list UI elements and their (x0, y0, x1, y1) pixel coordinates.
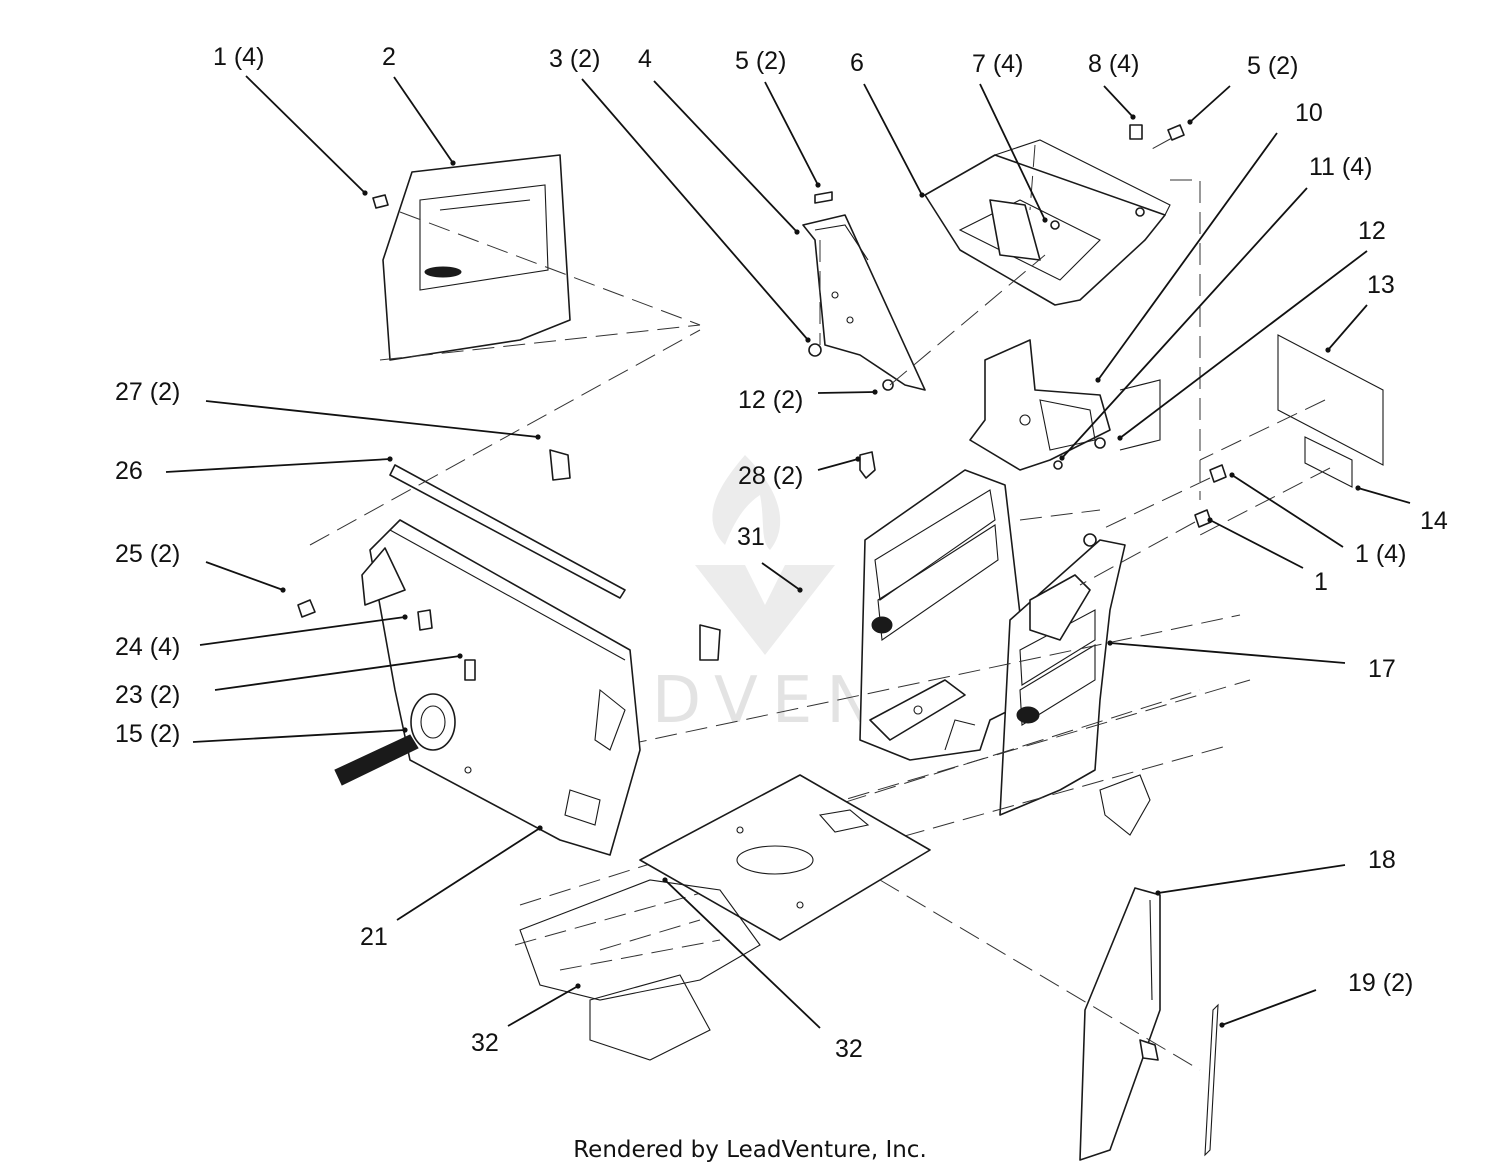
part-8-nut-and-5-bolt (1129, 124, 1185, 151)
callout-25-2: 25 (2) (115, 540, 180, 568)
callout-31: 31 (737, 523, 765, 551)
callout-28-2: 28 (2) (738, 462, 803, 490)
callout-5-2-left: 5 (2) (735, 47, 786, 75)
part-6-tray (889, 139, 1201, 500)
lower-assembly (519, 879, 761, 1061)
part-13-decal (1199, 334, 1384, 466)
callout-4: 4 (638, 45, 652, 73)
part-17-side-panel (999, 509, 1126, 816)
callout-18: 18 (1368, 846, 1396, 874)
leader-lines (165, 75, 1411, 1029)
callout-23-2: 23 (2) (115, 681, 180, 709)
callout-32-lower-left: 32 (471, 1029, 499, 1057)
callout-15-2: 15 (2) (115, 720, 180, 748)
part-14-decal (1199, 436, 1353, 536)
part-15-crank (334, 693, 456, 786)
callout-8-4: 8 (4) (1088, 50, 1139, 78)
callout-12-2: 12 (2) (738, 386, 803, 414)
part-drawings (297, 124, 1384, 1161)
part-2-panel (379, 154, 701, 361)
callout-1-right: 1 (1314, 568, 1328, 596)
part-31-dash-panel (859, 469, 1031, 761)
callout-26: 26 (115, 457, 143, 485)
callout-2: 2 (382, 43, 396, 71)
callout-17: 17 (1368, 655, 1396, 683)
part-10-bracket (969, 339, 1161, 471)
callout-24-4: 24 (4) (115, 633, 180, 661)
callout-6: 6 (850, 49, 864, 77)
callout-1-4: 1 (4) (213, 43, 264, 71)
hardware (297, 191, 876, 681)
floor-plate (639, 774, 931, 941)
callout-1-4-right: 1 (4) (1355, 540, 1406, 568)
part-19-strip (1204, 1003, 1219, 1157)
callout-13: 13 (1367, 271, 1395, 299)
part-4-bracket (802, 214, 926, 391)
part-1-bolts-right (1079, 464, 1227, 586)
callout-7-4: 7 (4) (972, 50, 1023, 78)
callout-12: 12 (1358, 217, 1386, 245)
callout-21: 21 (360, 923, 388, 951)
footer-credit: Rendered by LeadVenture, Inc. (573, 1137, 927, 1163)
part-18-skirt (879, 879, 1201, 1161)
callout-14: 14 (1420, 507, 1448, 535)
callout-labels: 1 (4) 2 3 (2) 4 5 (2) 6 7 (4) 8 (4) 5 (2… (115, 43, 1448, 1063)
callout-27-2: 27 (2) (115, 378, 180, 406)
callout-5-2-right: 5 (2) (1247, 52, 1298, 80)
callout-32-lower-center: 32 (835, 1035, 863, 1063)
part-21-cover (309, 329, 701, 856)
callout-19-2: 19 (2) (1348, 969, 1413, 997)
callout-11-4: 11 (4) (1309, 153, 1372, 181)
callout-10: 10 (1295, 99, 1323, 127)
watermark-logo-icon (712, 455, 781, 550)
callout-3-2: 3 (2) (549, 45, 600, 73)
